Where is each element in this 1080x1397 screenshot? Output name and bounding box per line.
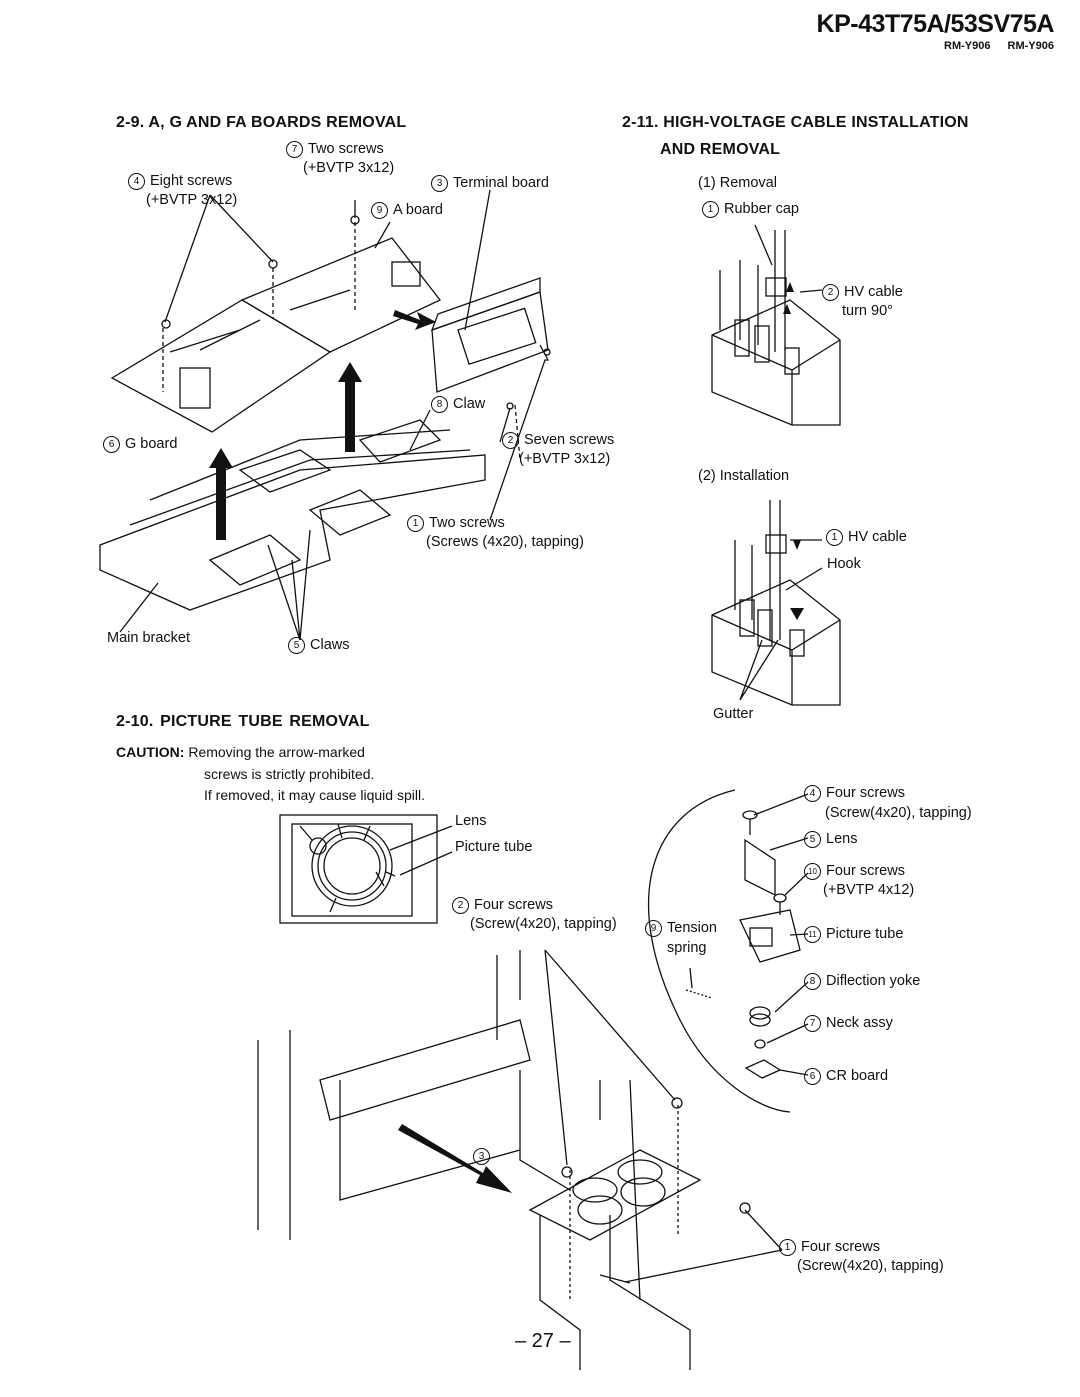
caution-note: CAUTION: Removing the arrow-marked screw…: [116, 744, 425, 804]
label-step-3: 3: [473, 1148, 495, 1165]
section-2-11-title: 2-11. HIGH-VOLTAGE CABLE INSTALLATION: [622, 114, 969, 131]
label-seven-screws-spec: (+BVTP 3x12): [519, 451, 611, 467]
label-two-screws-spec: (Screws (4x20), tapping): [426, 534, 584, 550]
label-main-bracket: Main bracket: [107, 630, 191, 646]
label-hook: Hook: [827, 556, 861, 572]
model-number: KP-43T75A/53SV75A: [816, 10, 1055, 38]
remote-models: RM-Y906 RM-Y906: [944, 40, 1054, 52]
label-spring: spring: [667, 940, 707, 956]
label-picture-tube: Picture tube: [455, 839, 533, 855]
label-installation: (2) Installation: [698, 468, 790, 484]
boards-diagram: [99, 189, 551, 641]
label-eight-screws-spec: (+BVTP 3x12): [146, 192, 238, 208]
section-2-10-title: 2-10. PICTURE TUBE REMOVAL: [116, 713, 370, 730]
hv-installation-diagram: [711, 500, 841, 706]
tv-set-diagram: [257, 949, 783, 1370]
label-two-screws-top-spec: (+BVTP 3x12): [303, 160, 395, 176]
section-2-11-title-line2: AND REMOVAL: [660, 141, 781, 158]
label-turn-90: turn 90°: [842, 303, 893, 319]
label-r10-spec: (+BVTP 4x12): [823, 882, 915, 898]
page-number: – 27 –: [515, 1330, 571, 1352]
tube-exploded-diagram: [648, 789, 809, 1113]
label-r4-spec: (Screw(4x20), tapping): [825, 805, 972, 821]
label-four-screws-front-spec: (Screw(4x20), tapping): [470, 916, 617, 932]
label-b1-spec: (Screw(4x20), tapping): [797, 1258, 944, 1274]
section-2-9-title: 2-9. A, G AND FA BOARDS REMOVAL: [116, 114, 407, 131]
label-gutter: Gutter: [713, 706, 754, 722]
lens-front-view: [279, 814, 453, 924]
label-removal: (1) Removal: [698, 175, 777, 191]
label-lens: Lens: [455, 813, 487, 829]
hv-removal-diagram: [711, 224, 841, 426]
